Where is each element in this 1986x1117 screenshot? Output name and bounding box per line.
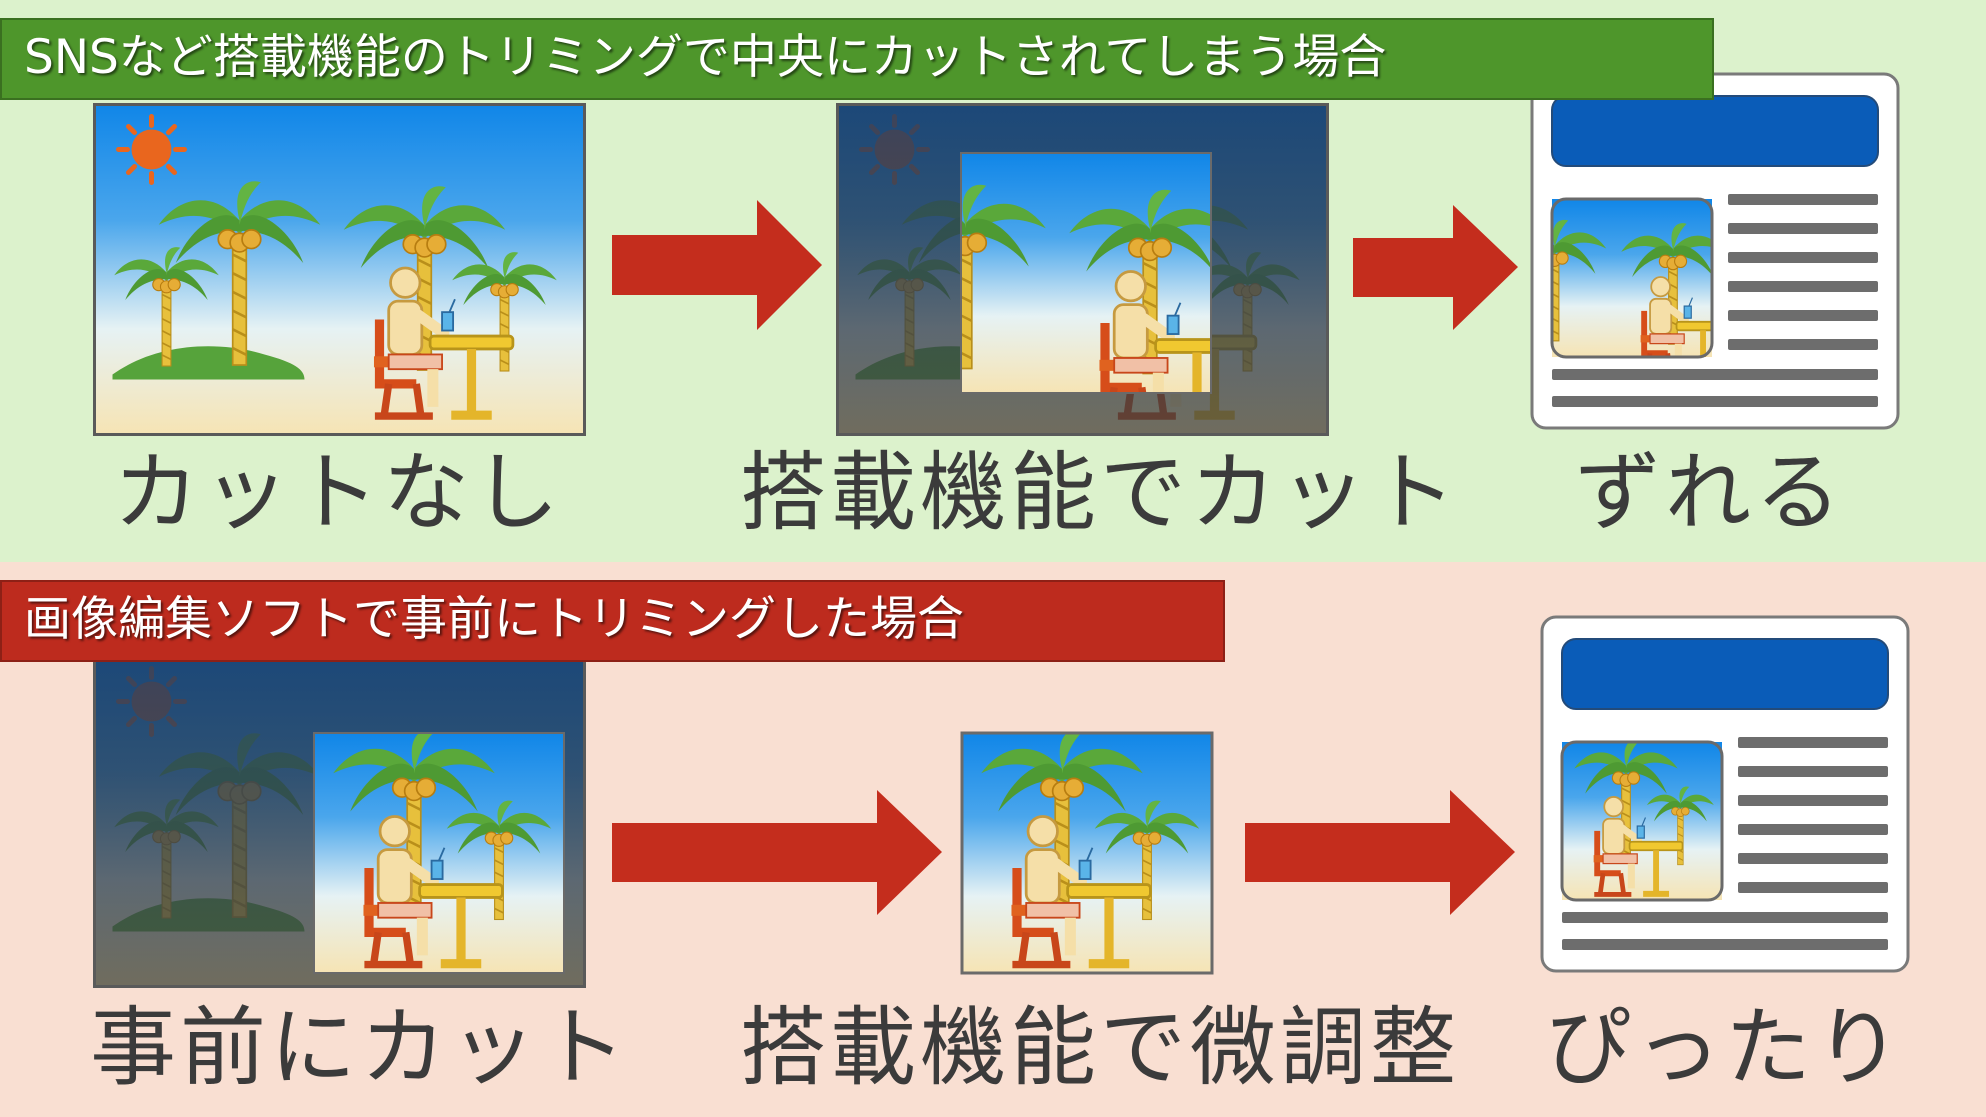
arrow-right-icon: [612, 200, 822, 330]
pre-cropped-image: [93, 655, 586, 988]
bottom-banner-title: 画像編集ソフトで事前にトリミングした場合: [0, 580, 1225, 662]
article-icon: [1540, 615, 1910, 973]
arrow-right-icon: [612, 790, 942, 915]
caption-auto-cut: 搭載機能でカット: [740, 443, 1460, 543]
original-image: [93, 103, 586, 436]
top-banner-title: SNSなど搭載機能のトリミングで中央にカットされてしまう場合: [0, 18, 1714, 100]
article-icon: [1530, 72, 1900, 430]
caption-perfect-fit: ぴったり: [1545, 998, 1905, 1098]
caption-fine-tune: 搭載機能で微調整: [740, 998, 1460, 1098]
arrow-right-icon: [1353, 205, 1518, 330]
caption-no-cut: カットなし: [113, 443, 563, 543]
caption-shifted: ずれる: [1575, 443, 1845, 543]
adjusted-image: [960, 731, 1214, 975]
caption-pre-cut: 事前にカット: [90, 998, 630, 1098]
arrow-right-icon: [1245, 790, 1515, 915]
auto-cropped-image: [836, 103, 1329, 436]
